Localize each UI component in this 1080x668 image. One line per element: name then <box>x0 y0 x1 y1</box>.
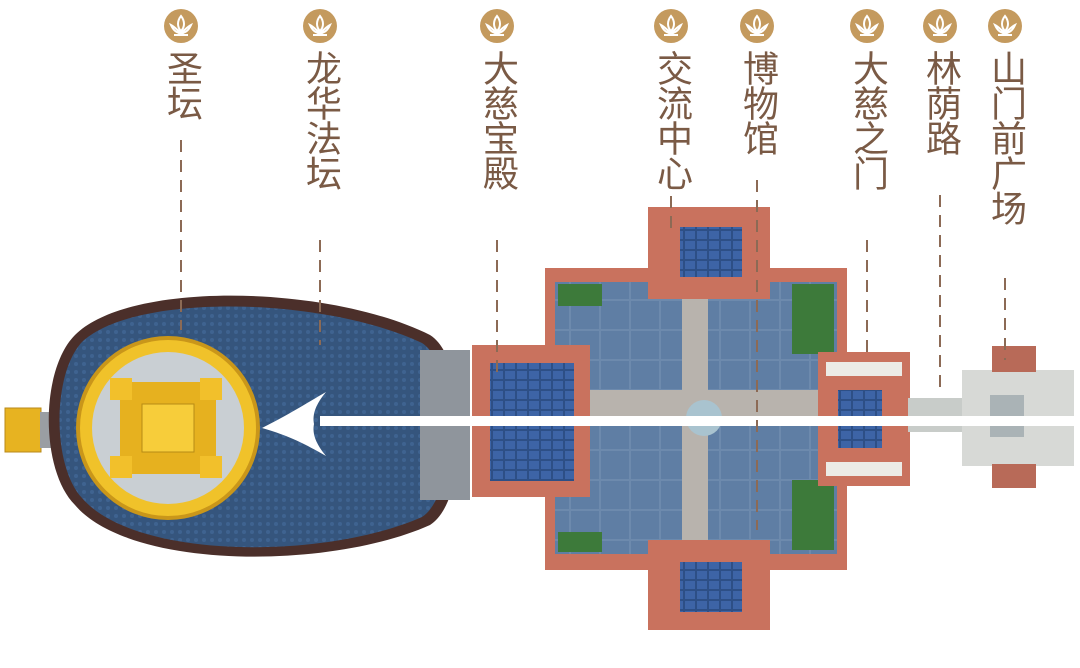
label-text: 山门前广场 <box>985 50 1026 225</box>
label-bowuguan: 博物馆 <box>732 8 782 155</box>
shanmen-north <box>992 346 1036 372</box>
lotus-icon <box>480 9 514 43</box>
leader-lines <box>180 140 1006 530</box>
lotus-icon <box>740 9 774 43</box>
label-text: 大慈宝殿 <box>477 50 518 190</box>
label-jiaoliu: 交流中心 <box>646 8 696 190</box>
label-longhua: 龙华法坛 <box>295 8 345 190</box>
label-dacizhimen: 大慈之门 <box>842 8 892 190</box>
lotus-icon <box>654 9 688 43</box>
label-dacibaodian: 大慈宝殿 <box>472 8 522 190</box>
label-text: 大慈之门 <box>847 50 888 190</box>
lotus-icon <box>303 9 337 43</box>
lotus-icon <box>164 9 198 43</box>
label-linyinlu: 林荫路 <box>915 8 965 155</box>
lotus-icon <box>988 9 1022 43</box>
label-text: 圣坛 <box>161 50 202 120</box>
label-shanmen: 山门前广场 <box>980 8 1030 225</box>
label-text: 博物馆 <box>737 50 778 155</box>
lotus-icon <box>850 9 884 43</box>
label-text: 交流中心 <box>651 50 692 190</box>
label-text: 龙华法坛 <box>300 50 341 190</box>
label-text: 林荫路 <box>920 50 961 155</box>
lotus-icon <box>923 9 957 43</box>
axis-arrowhead <box>262 392 326 456</box>
west-pavilion <box>4 407 42 453</box>
shanmen-south <box>992 464 1036 488</box>
label-shengtan: 圣坛 <box>156 8 206 120</box>
tree-avenue <box>908 398 968 432</box>
